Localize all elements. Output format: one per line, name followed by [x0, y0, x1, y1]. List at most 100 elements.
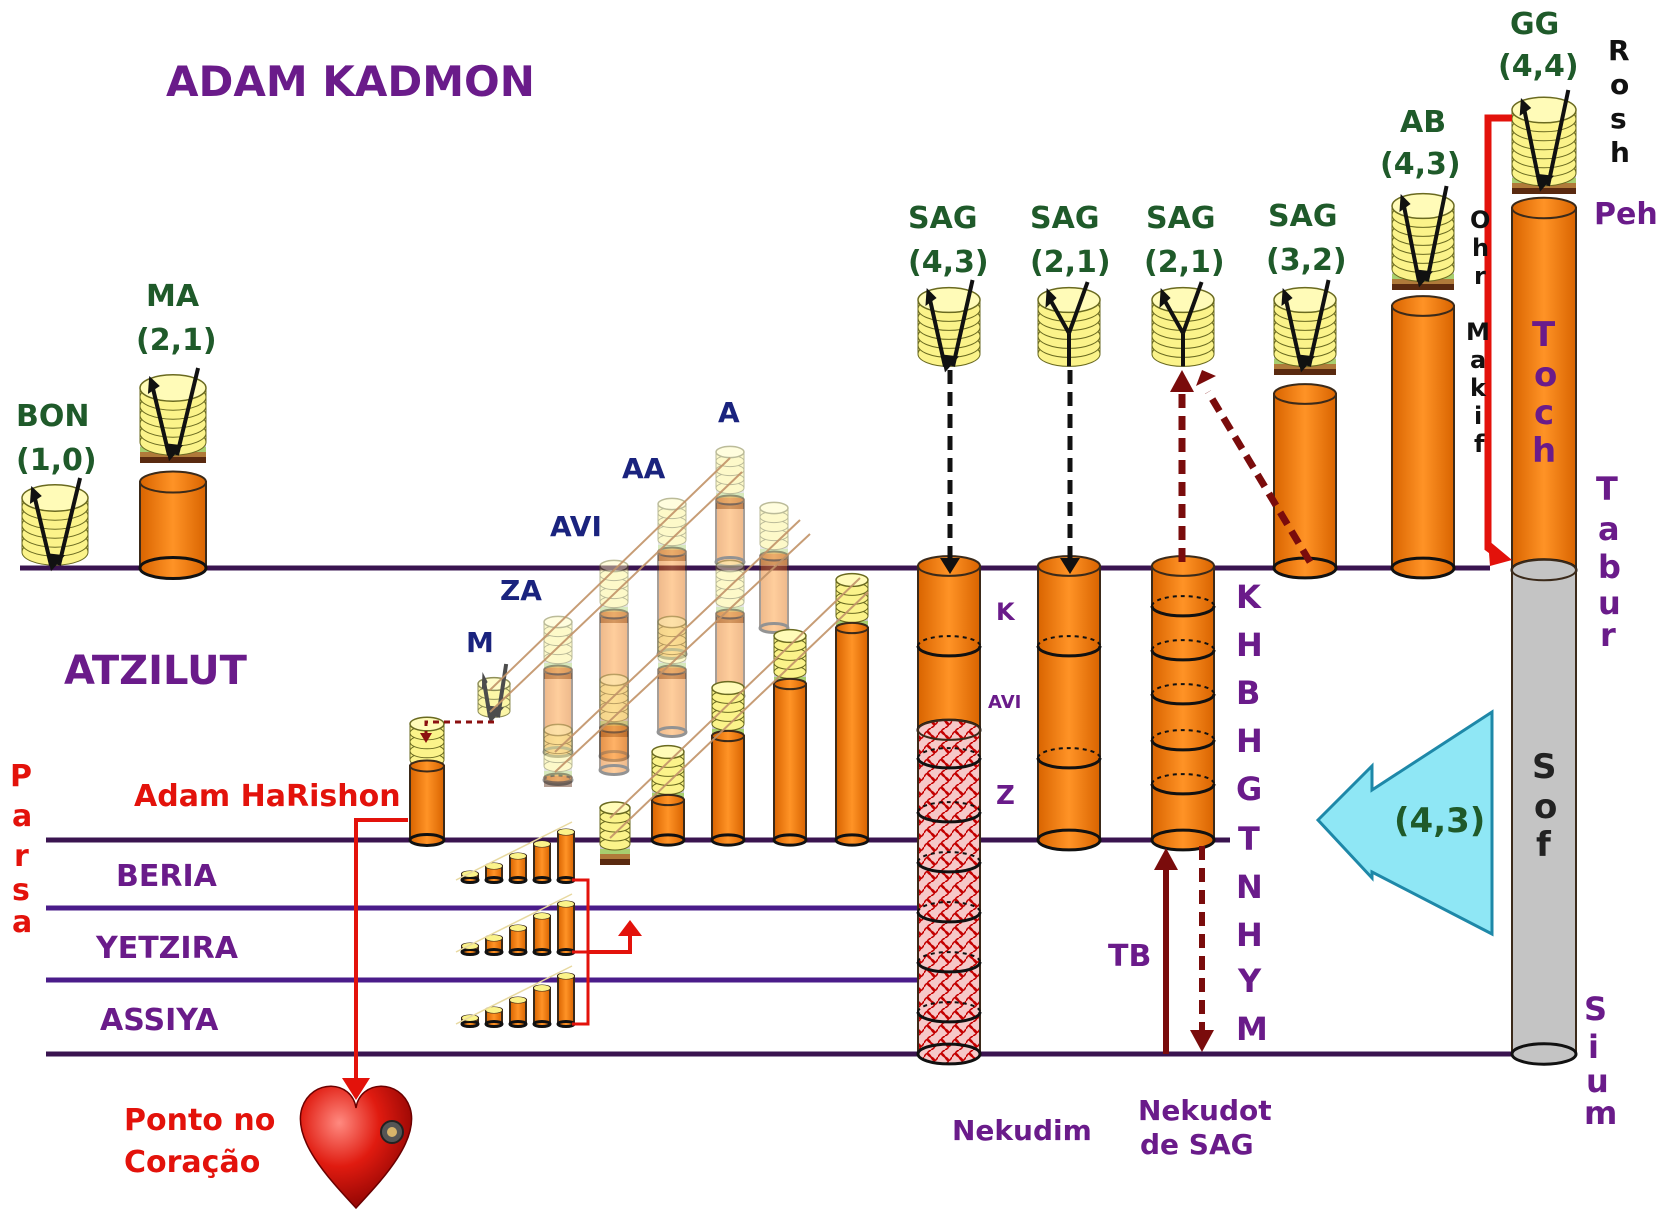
- bya-step-top: [534, 913, 550, 919]
- sag32-coords: (3,2): [1266, 243, 1347, 278]
- ohr-makif-letter: a: [1470, 346, 1486, 374]
- bya-step-top: [558, 829, 574, 835]
- parsa-letter: s: [12, 873, 30, 908]
- atzilut-ghost-body: [542, 664, 574, 758]
- sefira: B: [1236, 674, 1260, 712]
- bya-step: [556, 900, 576, 957]
- rosh-letter: o: [1610, 68, 1629, 101]
- toch-letter: c: [1534, 393, 1554, 433]
- ma-coords: (2,1): [136, 323, 217, 358]
- sefira: K: [1236, 578, 1262, 616]
- bya-step-top: [486, 1007, 502, 1013]
- world-assiya: ASSIYA: [100, 1003, 219, 1038]
- ponto-label-1: Ponto no: [124, 1103, 275, 1138]
- atzilut-rosh: [599, 801, 631, 865]
- ponto-label-2: Coração: [124, 1145, 260, 1180]
- bya-step-top: [510, 853, 526, 859]
- sefira: Y: [1237, 962, 1262, 1000]
- gg-name: GG: [1510, 7, 1559, 42]
- sag21a-rosh: [1037, 281, 1101, 367]
- toch-letter: T: [1532, 315, 1556, 355]
- nekudim-k-avi: [916, 555, 982, 742]
- sag32-rosh: [1273, 279, 1337, 375]
- ohr-makif-letter: f: [1474, 430, 1485, 458]
- nekudim-k: K: [996, 598, 1016, 626]
- bya-step-top: [510, 997, 526, 1003]
- sag32-body: [1272, 383, 1338, 580]
- nekudim-za: [916, 719, 982, 1066]
- bya-step: [532, 984, 552, 1029]
- ma-body: [138, 470, 208, 581]
- rosh-letter: h: [1610, 136, 1630, 169]
- atzilut-body: [650, 793, 686, 847]
- sefira: H: [1236, 626, 1263, 664]
- sefira: H: [1236, 916, 1263, 954]
- nekudot-label-2: de SAG: [1140, 1128, 1254, 1161]
- tabur-letter: r: [1600, 616, 1616, 654]
- sof-letter: f: [1536, 825, 1552, 865]
- arrows: [342, 114, 1512, 1100]
- bon-rosh: [21, 477, 89, 572]
- atz-za: ZA: [500, 574, 542, 607]
- bon-name: BON: [16, 399, 89, 434]
- bya-step-top: [486, 863, 502, 869]
- atzilut-ghost-body: [656, 664, 688, 738]
- sefira: H: [1236, 722, 1263, 760]
- sium-letter: u: [1586, 1062, 1609, 1100]
- atzilut-body: [834, 621, 870, 847]
- bya-step-top: [558, 973, 574, 979]
- atz-a: A: [718, 396, 740, 429]
- nekudot-de-sag: [1150, 555, 1216, 852]
- bya-step-top: [534, 985, 550, 991]
- atzilut-ghost-body: [758, 550, 790, 634]
- adam-harishon-label: Adam HaRishon: [134, 779, 401, 814]
- ohr-makif-letter: k: [1470, 374, 1487, 402]
- sag21a-coords: (2,1): [1030, 245, 1111, 280]
- tabur-letter: b: [1598, 548, 1621, 586]
- ohr-makif-letter: O: [1470, 206, 1490, 234]
- sefira: T: [1238, 820, 1260, 858]
- atzilut-body: [710, 729, 746, 847]
- title-adam-kadmon: ADAM KADMON: [166, 57, 535, 106]
- bya-step: [532, 912, 552, 957]
- atz-aa: AA: [622, 452, 666, 485]
- ohr-makif-letter: h: [1472, 234, 1489, 262]
- bya-rail: [455, 893, 573, 953]
- atzilut-m-rosh: [477, 663, 511, 724]
- bya-step-top: [558, 901, 574, 907]
- bya-rail: [455, 821, 573, 881]
- sag43-name: SAG: [908, 201, 977, 236]
- sium-letter: S: [1584, 990, 1607, 1028]
- heart-icon: [299, 1085, 413, 1209]
- parsa-letter: r: [14, 839, 29, 874]
- bya-step-top: [486, 935, 502, 941]
- atzilut-ghost-body: [656, 546, 688, 660]
- title-atzilut: ATZILUT: [64, 648, 248, 694]
- sium-letter: i: [1588, 1028, 1599, 1066]
- peh-label: Peh: [1594, 197, 1656, 232]
- sag21b-rosh: [1151, 281, 1215, 367]
- sag32-name: SAG: [1268, 199, 1337, 234]
- world-beria: BERIA: [116, 859, 218, 894]
- tb-label: TB: [1108, 939, 1151, 974]
- sag21b-name: SAG: [1146, 201, 1215, 236]
- parsa-letter: P: [10, 759, 32, 794]
- sag43-rosh: [917, 279, 981, 373]
- atz-m: M: [466, 626, 494, 659]
- gg-sof: [1510, 558, 1578, 1066]
- parsa-letter: a: [12, 905, 32, 940]
- sium-letter: m: [1584, 1094, 1617, 1132]
- cylinder-group: [21, 89, 1578, 1066]
- adam-harishon-body: [408, 759, 446, 847]
- atzilut-ghost-body: [598, 722, 630, 776]
- bya-rail: [455, 965, 573, 1025]
- bon-coords: (1,0): [16, 443, 97, 478]
- sag21a-name: SAG: [1030, 201, 1099, 236]
- world-yetzira: YETZIRA: [95, 931, 239, 966]
- nekudim-label: Nekudim: [952, 1114, 1092, 1147]
- atzilut-ghost-body: [714, 494, 746, 568]
- rosh-letter: R: [1608, 34, 1630, 67]
- ab-rosh: [1391, 185, 1455, 290]
- atzilut-ghost-body: [542, 772, 574, 786]
- ab-coords: (4,3): [1380, 147, 1461, 182]
